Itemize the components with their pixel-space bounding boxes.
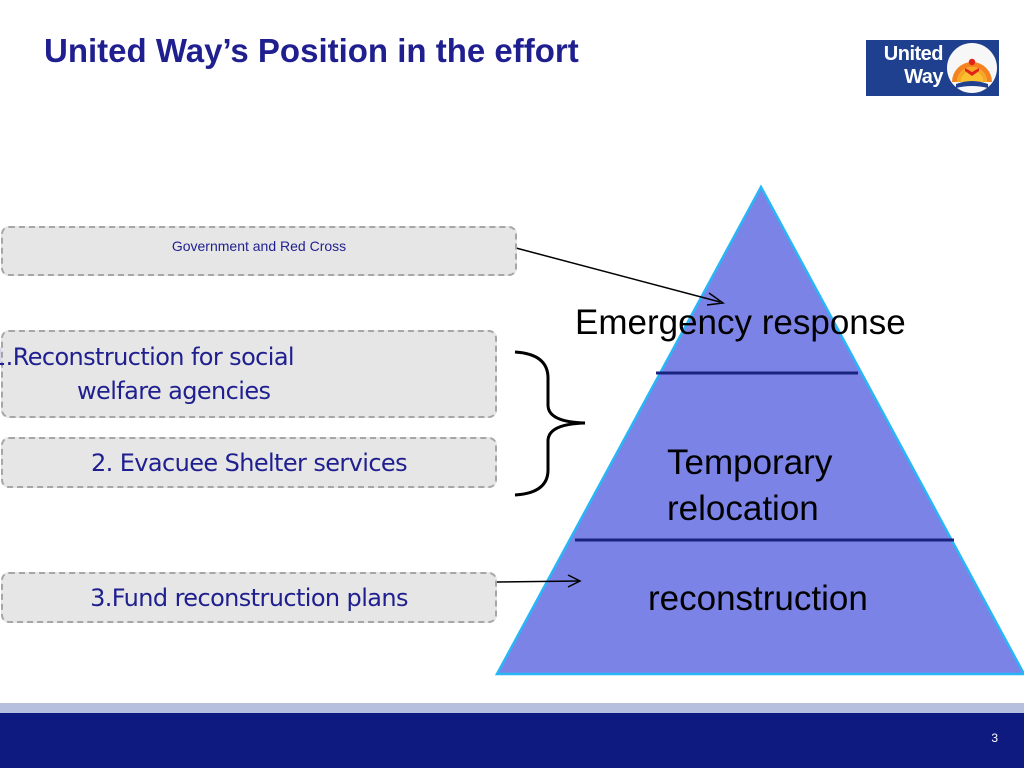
curly-brace	[514, 350, 586, 497]
government-red-cross-box: Government and Red Cross	[1, 226, 517, 276]
pyramid-tier-reconstruction: reconstruction	[648, 579, 868, 618]
reconstruction-label-line-1: 1.Reconstruction for social	[0, 343, 295, 371]
arrow-government	[515, 247, 721, 303]
page-number: 3	[991, 731, 998, 745]
footer-accent-bar	[0, 703, 1024, 713]
arrowhead-government	[706, 292, 725, 306]
footer-bar	[0, 713, 1024, 768]
pyramid-tier-temporary-relocation: Temporary relocation	[667, 443, 833, 528]
evacuee-shelter-label: 2. Evacuee Shelter services	[91, 448, 408, 477]
fund-reconstruction-label: 3.Fund reconstruction plans	[90, 583, 408, 612]
evacuee-shelter-box: 2. Evacuee Shelter services	[1, 437, 497, 488]
united-way-hand-rainbow-icon	[947, 43, 997, 93]
reconstruction-label-line-2: welfare agencies	[77, 377, 271, 405]
fund-reconstruction-box: 3.Fund reconstruction plans	[1, 572, 497, 623]
logo-wordmark: United Way	[871, 43, 944, 89]
united-way-logo: United Way	[866, 40, 999, 96]
arrow-fund	[496, 580, 579, 583]
government-red-cross-label: Government and Red Cross	[171, 238, 347, 254]
pyramid-shape	[494, 184, 1024, 676]
slide-title: United Way’s Position in the effort	[44, 32, 579, 69]
reconstruction-social-welfare-box: 1.Reconstruction for social welfare agen…	[0, 330, 497, 418]
pyramid-tier-emergency-response: Emergency response	[575, 303, 906, 342]
arrowhead-fund	[567, 574, 582, 588]
logo-line-2: Way	[904, 66, 943, 88]
logo-line-1: United	[883, 43, 944, 65]
